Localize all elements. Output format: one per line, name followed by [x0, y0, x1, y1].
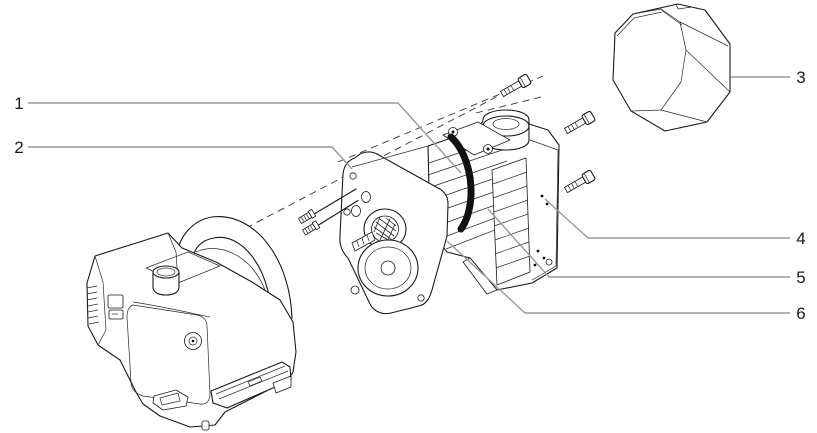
callout-label-2: 2 [14, 138, 23, 157]
callout-label-5: 5 [796, 268, 805, 287]
pump-housing [339, 145, 449, 315]
tie-bolt-thread-1 [298, 208, 317, 224]
motor-assembly [427, 109, 560, 295]
motor-rear-plate [529, 139, 559, 281]
drain-stub [201, 420, 210, 431]
stub-shaft [351, 231, 376, 252]
leader-line-1 [28, 102, 462, 174]
tie-bolts [298, 188, 359, 236]
vent-slats [86, 285, 100, 325]
top-bracket [442, 121, 511, 156]
screw-1 [500, 73, 532, 97]
callout-label-3: 3 [796, 68, 805, 87]
callout-label-6: 6 [796, 304, 805, 323]
callout-2: 2 [14, 138, 353, 170]
oil-fill-cap [152, 265, 180, 296]
leader-line-2 [28, 146, 353, 170]
callout-1: 1 [14, 94, 462, 174]
tie-bolt-thread-2 [302, 220, 321, 236]
front-cover-face [126, 304, 211, 405]
screw-2 [564, 110, 596, 134]
power-switch [107, 294, 124, 320]
callout-4: 4 [544, 198, 806, 248]
leader-line-4 [544, 198, 790, 239]
motor-clamp-band [447, 133, 475, 233]
callout-label-1: 1 [14, 94, 23, 113]
base-rail [210, 361, 292, 409]
eccentric-boss [357, 239, 419, 297]
callout-label-4: 4 [796, 229, 805, 248]
assembled-pump-unit [86, 216, 297, 431]
leader-line-6 [446, 240, 790, 314]
callout-5: 5 [487, 208, 806, 287]
motor-cover [612, 3, 731, 132]
callout-3: 3 [731, 68, 806, 87]
callout-6: 6 [446, 240, 806, 323]
front-latch [152, 389, 189, 411]
screw-3 [564, 169, 596, 193]
leader-line-5 [487, 208, 790, 278]
front-screw-boss [184, 332, 202, 350]
cooling-fins [491, 157, 531, 286]
